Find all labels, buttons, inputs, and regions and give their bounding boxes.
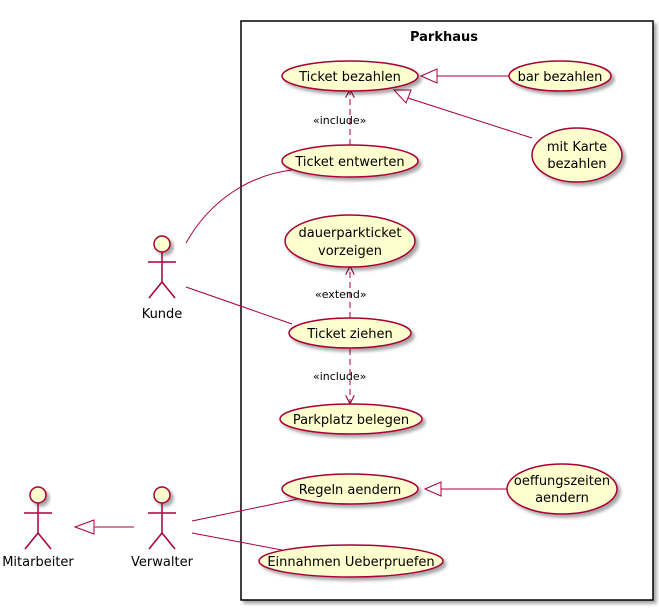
usecase-label: Einnahmen Ueberpruefen <box>267 555 434 570</box>
extend-label: «extend» <box>315 288 367 301</box>
usecase-label: bezahlen <box>547 157 606 172</box>
generalization-mit-karte <box>407 97 533 139</box>
usecase-label: Ticket ziehen <box>306 327 393 342</box>
usecase-ticket-ziehen[interactable]: Ticket ziehen <box>288 317 412 349</box>
usecase-mit-karte-bezahlen[interactable]: mit Karte bezahlen <box>531 127 623 183</box>
usecase-label: Ticket entwerten <box>294 155 404 170</box>
actor-label-kunde: Kunde <box>142 307 183 322</box>
association-kunde-entwerten <box>185 169 293 244</box>
usecase-label: bar bezahlen <box>518 70 603 85</box>
usecase-label: aendern <box>535 491 589 506</box>
association-kunde-ziehen <box>185 286 293 325</box>
association-verwalter-regeln <box>191 498 299 522</box>
actor-label-mitarbeiter: Mitarbeiter <box>2 555 74 570</box>
system-boundary <box>240 20 654 601</box>
usecase-label: vorzeigen <box>318 244 382 259</box>
actor-label-verwalter: Verwalter <box>131 555 194 570</box>
usecase-label: Ticket bezahlen <box>298 70 401 85</box>
generalization-arrowhead <box>392 89 412 104</box>
usecase-label: Regeln aendern <box>299 483 402 498</box>
actor-verwalter[interactable] <box>148 486 176 550</box>
usecase-label: dauerparkticket <box>299 226 402 241</box>
usecase-oeffungszeiten-aendern[interactable]: oeffungszeiten aendern <box>506 463 618 515</box>
association-verwalter-einnahmen <box>191 532 283 551</box>
actor-mitarbeiter[interactable] <box>24 486 52 550</box>
include-label: «include» <box>313 114 366 127</box>
usecase-dauerparkticket-vorzeigen[interactable]: dauerparkticket vorzeigen <box>284 214 416 268</box>
usecase-regeln-aendern[interactable]: Regeln aendern <box>281 473 419 505</box>
generalization-arrowhead <box>73 519 95 535</box>
usecase-label: Parkplatz belegen <box>293 413 409 428</box>
usecase-ticket-bezahlen[interactable]: Ticket bezahlen <box>281 60 419 92</box>
usecase-label: mit Karte <box>547 140 607 155</box>
include-label: «include» <box>313 370 366 383</box>
generalization-arrowhead <box>423 481 442 497</box>
actor-kunde[interactable] <box>148 235 176 299</box>
usecase-label: oeffungszeiten <box>514 474 610 489</box>
system-title: Parkhaus <box>410 30 478 45</box>
usecase-einnahmen-ueberpruefen[interactable]: Einnahmen Ueberpruefen <box>258 544 444 578</box>
usecase-parkplatz-belegen[interactable]: Parkplatz belegen <box>279 403 423 435</box>
generalization-arrowhead <box>419 68 438 84</box>
usecase-bar-bezahlen[interactable]: bar bezahlen <box>508 60 612 92</box>
usecase-ticket-entwerten[interactable]: Ticket entwerten <box>281 144 419 178</box>
